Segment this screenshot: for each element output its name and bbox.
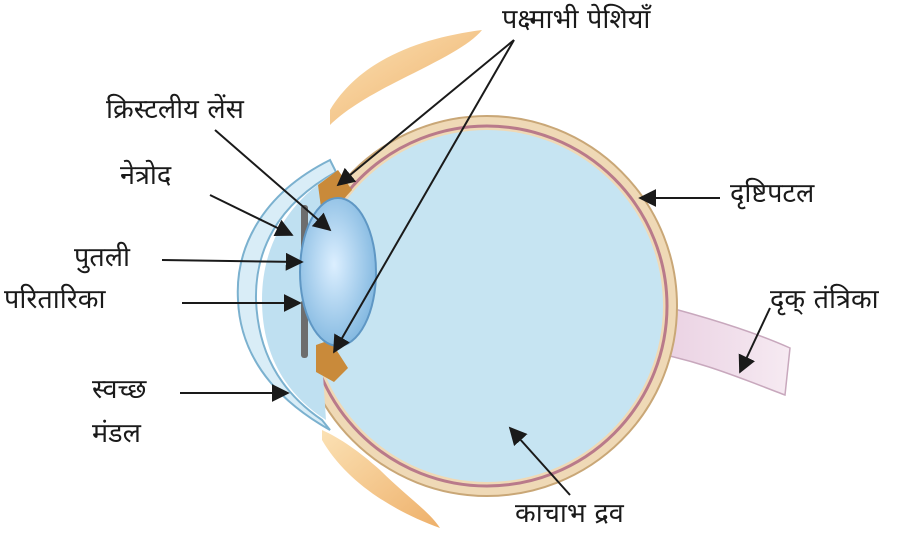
arrow-pupil [161, 252, 304, 271]
arrow-ciliary-upper [336, 39, 515, 187]
cornea [236, 158, 338, 431]
arrow-iris [209, 194, 294, 236]
crystalline-lens-shape [299, 197, 377, 347]
vitreous-body [311, 130, 663, 482]
label-retina: दृष्टिपटल [730, 178, 815, 209]
upper-eyelid [330, 30, 482, 125]
arrow-lens [214, 129, 332, 232]
arrow-optic-nerve [738, 307, 771, 374]
label-cornea-outer: परितारिका [4, 284, 106, 315]
label-crystalline-lens: क्रिस्टलीय लेंस [106, 94, 244, 125]
arrow-ciliary-lower [333, 39, 515, 354]
label-pupil: पुतली [74, 242, 131, 273]
arrow-vitreous [508, 426, 571, 496]
label-clear-cornea-line1: स्वच्छ [92, 374, 147, 405]
label-vitreous-humour: काचाभ द्रव [515, 498, 624, 529]
label-ciliary-muscles: पक्ष्माभी पेशियाँ [502, 4, 651, 35]
label-optic-nerve: दृक् तंत्रिका [770, 284, 879, 315]
label-iris: नेत्रोद [120, 160, 172, 191]
label-clear-cornea-line2: मंडल [92, 418, 141, 449]
lower-eyelid [322, 430, 440, 528]
lower-ciliary-muscle [316, 340, 348, 382]
